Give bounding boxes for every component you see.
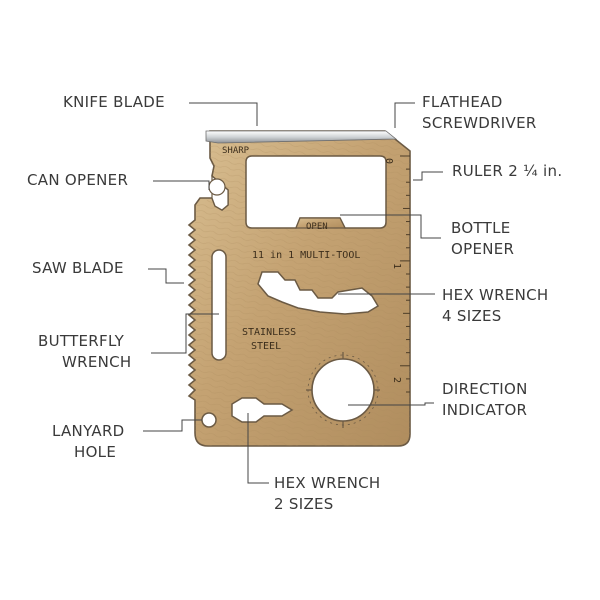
leader-lanyard: [143, 419, 202, 432]
butterfly-wrench-slot: [211, 249, 227, 361]
bottle-opener-tab: [295, 217, 346, 229]
knife-blade-edge: [205, 130, 398, 144]
leader-flathead: [394, 102, 415, 128]
leader-saw-blade: [148, 268, 184, 284]
label-knife-blade: KNIFE BLADE: [63, 93, 165, 111]
label-can-opener: CAN OPENER: [27, 171, 129, 189]
leader-direction: [348, 402, 434, 406]
label-lanyard-hole: LANYARD HOLE: [52, 422, 125, 461]
leader-lines: [143, 102, 443, 484]
label-hex-wrench-2: HEX WRENCH 2 SIZES: [274, 474, 381, 513]
label-saw-blade: SAW BLADE: [32, 259, 124, 277]
leader-ruler: [413, 171, 443, 181]
leader-bottle-opener: [340, 214, 441, 239]
label-flathead-screwdriver: FLATHEAD SCREWDRIVER: [422, 93, 537, 132]
leader-butterfly: [151, 313, 219, 354]
engraving-open: OPEN: [306, 222, 328, 232]
leader-knife-blade: [189, 102, 258, 126]
label-direction-indicator: DIRECTION INDICATOR: [442, 380, 528, 419]
ruler-ticks: [400, 155, 410, 393]
label-butterfly-wrench: BUTTERFLY WRENCH: [38, 332, 132, 371]
ruler-mark-0: 0: [383, 158, 394, 164]
bottle-opener-window: [245, 155, 387, 229]
hex-wrench-2-slot: [231, 397, 294, 423]
label-bottle-opener: BOTTLE OPENER: [451, 219, 515, 258]
lanyard-hole: [201, 412, 217, 428]
engraving-material-2: STEEL: [251, 341, 281, 352]
label-ruler: RULER 2 ¼ in.: [452, 162, 563, 180]
hex-wrench-4-slot: [257, 271, 380, 315]
engraving-sharp: SHARP: [222, 146, 250, 156]
engraving-material-1: STAINLESS: [242, 327, 296, 338]
engraving-model: 11 in 1 MULTI-TOOL: [252, 250, 360, 261]
leader-can-opener: [153, 180, 210, 190]
ruler-mark-2: 2: [391, 377, 402, 383]
leader-hex-2: [247, 413, 269, 484]
multi-tool-card: 0 1 2 SHARP OPEN 11 in 1 MULTI-TOOL STAI…: [187, 130, 411, 447]
label-hex-wrench-4: HEX WRENCH 4 SIZES: [442, 286, 549, 325]
ruler-mark-1: 1: [391, 263, 402, 269]
